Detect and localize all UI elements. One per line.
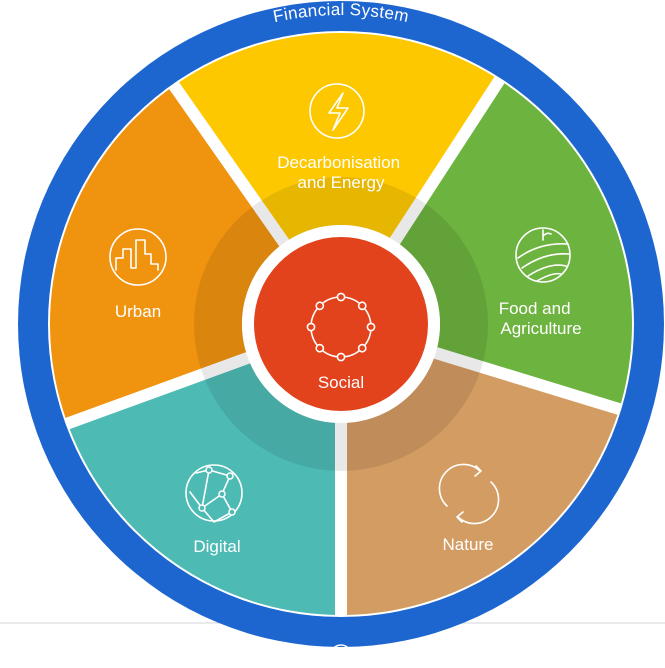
farm-field-icon [515,227,571,283]
segment-food [399,83,632,404]
center-label: Social [318,373,364,392]
city-buildings-icon [109,228,167,286]
segment-nature [346,358,618,615]
cycle-arrows-icon [438,463,500,525]
decarbonisation-label: Decarbonisation and Energy [277,153,405,192]
food-agriculture-label: Food and Agriculture [499,299,582,338]
digital-label: Digital [193,537,240,556]
social-center-circle [254,237,428,411]
segment-decarbonisation [179,33,495,240]
segments-group [49,33,632,615]
nature-label: Nature [442,535,493,554]
people-circle-icon [306,292,376,362]
lightning-bolt-icon [309,83,365,139]
segment-digital [69,363,336,615]
network-globe-icon [185,464,243,523]
urban-label: Urban [115,302,161,321]
link-arrow-icon[interactable] [330,644,352,666]
segment-urban [49,89,280,418]
